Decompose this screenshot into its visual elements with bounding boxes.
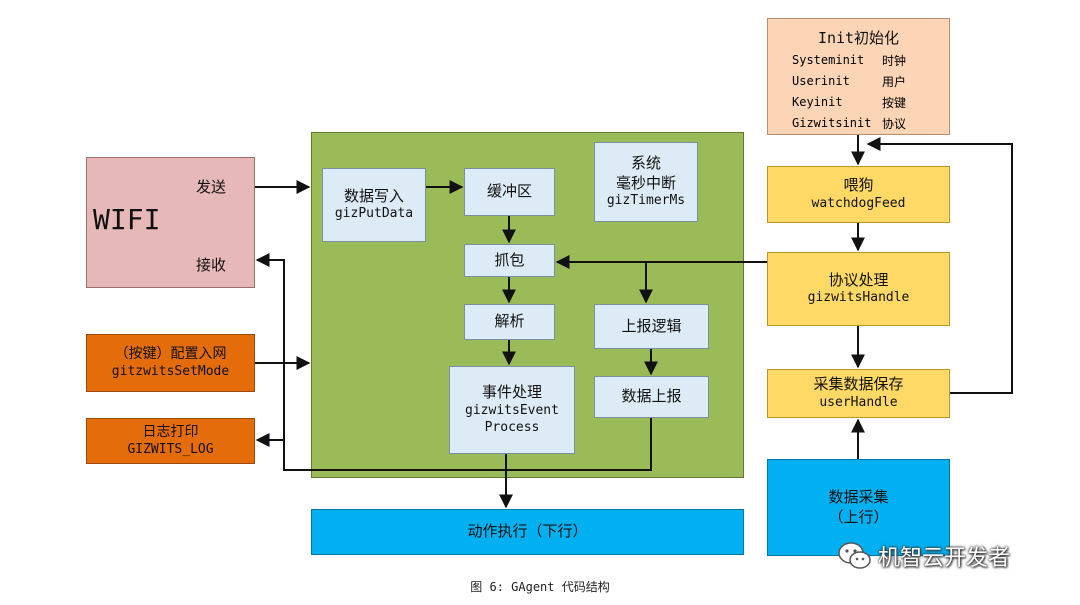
report-data-label: 数据上报: [621, 387, 682, 406]
collect-save-box: 采集数据保存 userHandle: [767, 369, 950, 418]
init-desc-4: 协议: [882, 117, 907, 131]
watchdog-label: 喂狗: [843, 176, 874, 195]
protocol-handle-label: 协议处理: [828, 270, 889, 289]
data-collect-label: 数据采集: [828, 488, 889, 506]
wifi-title: WIFI: [93, 203, 161, 236]
init-desc-3: 按键: [882, 96, 907, 110]
config-network-box: （按键）配置入网 gitzwitsSetMode: [86, 334, 255, 392]
watchdog-func: watchdogFeed: [811, 195, 906, 211]
data-collect-direction: （上行）: [828, 507, 889, 526]
put-data-label: 数据写入: [343, 186, 404, 205]
config-network-label: （按键）配置入网: [114, 346, 227, 363]
collect-save-func: userHandle: [819, 394, 898, 410]
timer-label-2: 毫秒中断: [615, 173, 676, 192]
protocol-handle-func: gizwitsHandle: [807, 290, 910, 306]
init-desc-2: 用户: [882, 75, 907, 89]
buffer-box: 缓冲区: [464, 168, 555, 216]
protocol-handle-box: 协议处理 gizwitsHandle: [767, 252, 950, 326]
log-print-label: 日志打印: [142, 424, 199, 441]
config-network-func: gitzwitsSetMode: [111, 363, 230, 379]
init-box: Init初始化 Systeminit 时钟 Userinit 用户 Keyini…: [767, 18, 950, 135]
event-process-box: 事件处理 gizwitsEvent Process: [449, 366, 575, 454]
init-func-1: Systeminit: [792, 53, 865, 67]
timer-box: 系统 毫秒中断 gizTimerMs: [594, 142, 698, 222]
report-logic-box: 上报逻辑: [594, 304, 709, 349]
figure-caption: 图 6: GAgent 代码结构: [470, 580, 610, 594]
wechat-icon: [838, 541, 872, 571]
wifi-send-label: 发送: [196, 178, 227, 196]
report-data-box: 数据上报: [594, 376, 709, 418]
action-execute-label: 动作执行（下行）: [467, 522, 588, 541]
watchdog-box: 喂狗 watchdogFeed: [767, 166, 950, 223]
buffer-label: 缓冲区: [486, 182, 532, 201]
data-collect-box: 数据采集 （上行）: [767, 459, 950, 556]
action-execute-box: 动作执行（下行）: [311, 509, 744, 555]
event-process-label: 事件处理: [481, 383, 542, 402]
event-process-func-1: gizwitsEvent: [465, 402, 559, 418]
report-logic-label: 上报逻辑: [621, 316, 682, 335]
watermark-text: 机智云开发者: [878, 546, 1011, 571]
log-print-box: 日志打印 GIZWITS_LOG: [86, 418, 255, 464]
init-title: Init初始化: [817, 29, 900, 47]
init-desc-1: 时钟: [882, 54, 907, 68]
timer-func: gizTimerMs: [606, 193, 686, 209]
parse-box: 解析: [464, 304, 555, 340]
init-func-4: Gizwitsinit: [792, 116, 872, 130]
capture-label: 抓包: [494, 250, 525, 269]
init-func-2: Userinit: [792, 74, 850, 88]
put-data-box: 数据写入 gizPutData: [322, 168, 426, 242]
log-print-func: GIZWITS_LOG: [127, 441, 214, 457]
wifi-receive-label: 接收: [196, 256, 227, 274]
watermark: 机智云开发者: [838, 538, 1010, 574]
event-process-func-2: Process: [484, 419, 540, 435]
wifi-box: WIFI 发送 接收: [86, 157, 255, 288]
timer-label-1: 系统: [630, 154, 661, 173]
init-func-3: Keyinit: [792, 95, 843, 109]
collect-save-label: 采集数据保存: [813, 375, 904, 394]
parse-label: 解析: [494, 312, 525, 331]
capture-box: 抓包: [464, 244, 555, 277]
put-data-func: gizPutData: [334, 206, 414, 222]
